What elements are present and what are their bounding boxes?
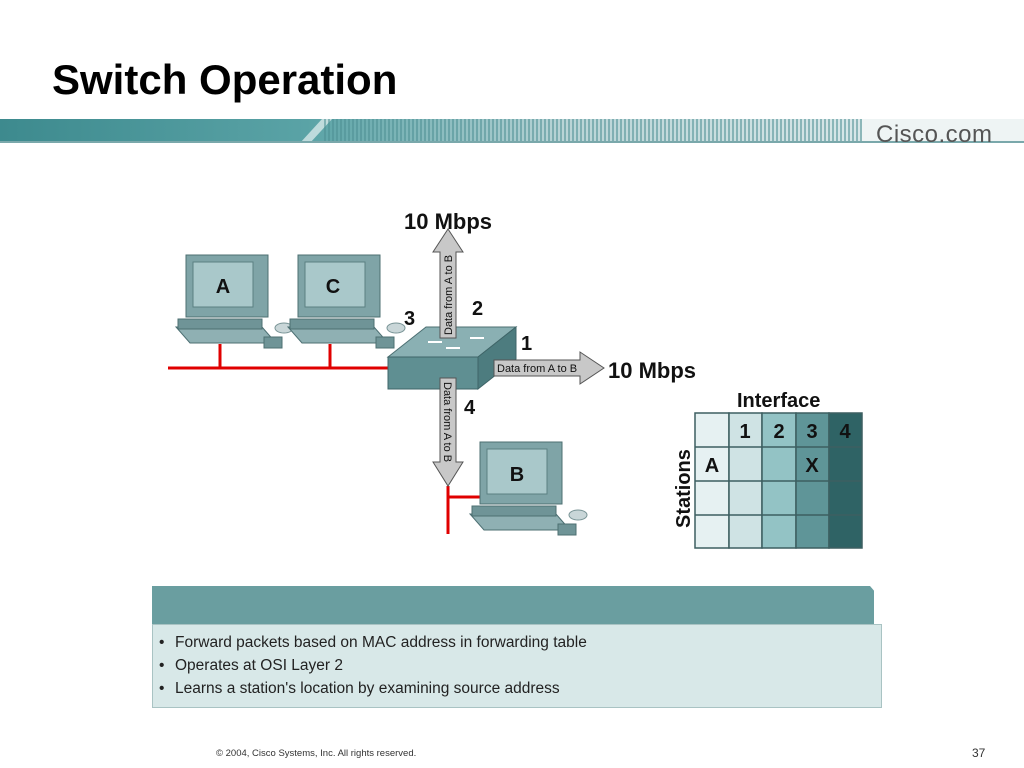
table-col-header-1: 1 <box>739 421 750 443</box>
switch-diagram: A C B Data from A to B Da <box>168 209 863 549</box>
computer-b: B <box>468 441 588 536</box>
arrow-down-label: Data from A to B <box>441 382 453 462</box>
table-col-header-4: 4 <box>839 421 851 443</box>
computer-a: A <box>174 254 294 349</box>
switch-icon <box>386 325 518 391</box>
summary-header-bar <box>152 586 874 624</box>
table-col-header-3: 3 <box>806 421 817 443</box>
port-label-3: 3 <box>404 308 415 330</box>
station-label-c: C <box>326 276 340 298</box>
port-label-2: 2 <box>472 298 483 320</box>
arrow-right: Data from A to B <box>493 351 605 385</box>
bullet-item: Operates at OSI Layer 2 <box>159 654 881 677</box>
header-banner <box>0 119 1024 143</box>
table-cell-mark: X <box>805 455 819 477</box>
computer-c: C <box>286 254 406 349</box>
station-label-b: B <box>510 464 524 486</box>
cisco-logo: Cisco.com <box>876 121 993 148</box>
page-title: Switch Operation <box>52 56 398 103</box>
speed-label-top: 10 Mbps <box>404 209 492 234</box>
station-label-a: A <box>216 276 230 298</box>
arrow-up-label: Data from A to B <box>443 255 455 335</box>
bullet-item: Forward packets based on MAC address in … <box>159 631 881 654</box>
summary-box: Forward packets based on MAC address in … <box>152 586 882 708</box>
port-label-1: 1 <box>521 333 532 355</box>
table-row-station-A: A <box>705 455 719 477</box>
arrow-up: Data from A to B <box>432 228 464 339</box>
speed-label-right: 10 Mbps <box>608 358 696 383</box>
bullet-item: Learns a station's location by examining… <box>159 677 881 700</box>
page-number: 37 <box>972 746 986 760</box>
interface-table <box>694 412 863 549</box>
arrow-right-label: Data from A to B <box>497 363 577 375</box>
stations-header: Stations <box>673 449 695 528</box>
interface-header: Interface <box>737 390 820 412</box>
copyright-footer: © 2004, Cisco Systems, Inc. All rights r… <box>216 748 417 759</box>
port-label-4: 4 <box>464 397 476 419</box>
table-col-header-2: 2 <box>773 421 784 443</box>
summary-body: Forward packets based on MAC address in … <box>152 624 882 708</box>
arrow-down: Data from A to B <box>432 377 464 487</box>
bullet-list: Forward packets based on MAC address in … <box>153 625 881 700</box>
